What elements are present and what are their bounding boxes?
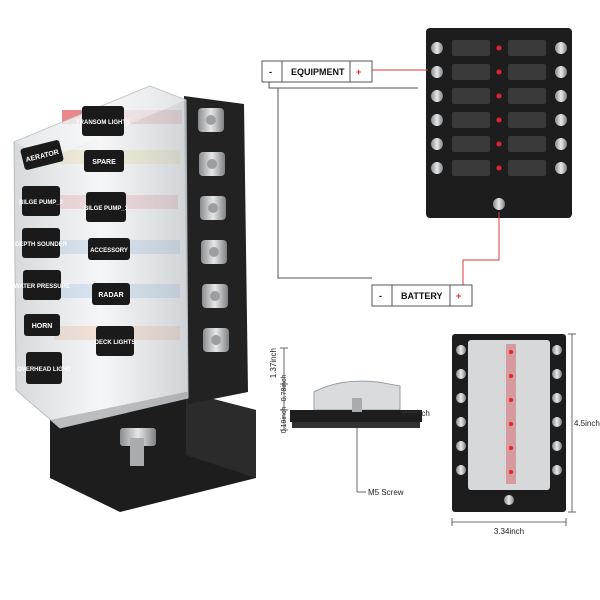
side-profile: 1.37inch 0.78inch 0.19inch 0.5inch M5 Sc…	[269, 347, 430, 497]
label-right-5: RADAR	[98, 292, 123, 299]
top-view-dimensions: 4.5inch 3.34inch	[451, 333, 600, 536]
side-cover	[313, 380, 401, 411]
dim-screw: M5 Screw	[368, 488, 404, 497]
equipment-label: EQUIPMENT	[291, 67, 345, 77]
dim-cover-gap: 0.5inch	[404, 409, 430, 418]
label-right-6: DECK LIGHTS	[95, 340, 136, 346]
label-left-6: OVERHEAD LIGHT	[17, 367, 71, 373]
dim-base-height: 0.19inch	[281, 407, 288, 434]
bottom-cover	[468, 340, 550, 490]
label-left-4: WATER PRESSURE	[14, 284, 70, 290]
dim-top-height: 1.37inch	[269, 348, 278, 378]
equipment-box: - EQUIPMENT +	[261, 60, 373, 83]
equipment-plus: +	[356, 67, 361, 77]
wire-battery-negative	[277, 88, 372, 279]
label-left-5: HORN	[32, 323, 53, 330]
equipment-minus: -	[269, 67, 272, 77]
battery-label: BATTERY	[401, 291, 443, 301]
dim-length: 4.5inch	[574, 419, 600, 428]
wiring-diagram: - EQUIPMENT + - BATTERY +	[261, 28, 572, 307]
top-view-board	[426, 28, 572, 218]
labels-right: TRANSOM LIGHTS SPARE BILGE PUMP_1 ACCESS…	[76, 106, 135, 356]
top-view-leds	[496, 45, 502, 171]
label-right-2: SPARE	[92, 159, 116, 166]
bus-bolt	[493, 198, 505, 210]
dim-mid-height: 0.78inch	[281, 375, 288, 402]
label-left-2: BILGE PUMP_2	[19, 200, 64, 206]
label-left-3: DEPTH SOUNDER	[15, 242, 68, 248]
labels-left: AERATOR BILGE PUMP_2 DEPTH SOUNDER WATER…	[14, 140, 71, 384]
fuse-box-photo: AERATOR BILGE PUMP_2 DEPTH SOUNDER WATER…	[13, 85, 256, 512]
battery-minus: -	[379, 291, 382, 301]
top-view-slots	[452, 40, 546, 176]
label-right-3: BILGE PUMP_1	[84, 206, 129, 212]
dim-width: 3.34inch	[494, 527, 524, 536]
battery-plus: +	[456, 291, 461, 301]
side-base	[290, 410, 422, 422]
terminal-nuts	[198, 108, 229, 352]
wire-battery-positive	[462, 212, 500, 292]
label-right-4: ACCESSORY	[90, 248, 128, 254]
top-view-terminals	[431, 42, 567, 174]
battery-box: - BATTERY +	[371, 284, 473, 307]
stud-bolt	[120, 428, 156, 446]
label-right-1: TRANSOM LIGHTS	[76, 120, 130, 126]
